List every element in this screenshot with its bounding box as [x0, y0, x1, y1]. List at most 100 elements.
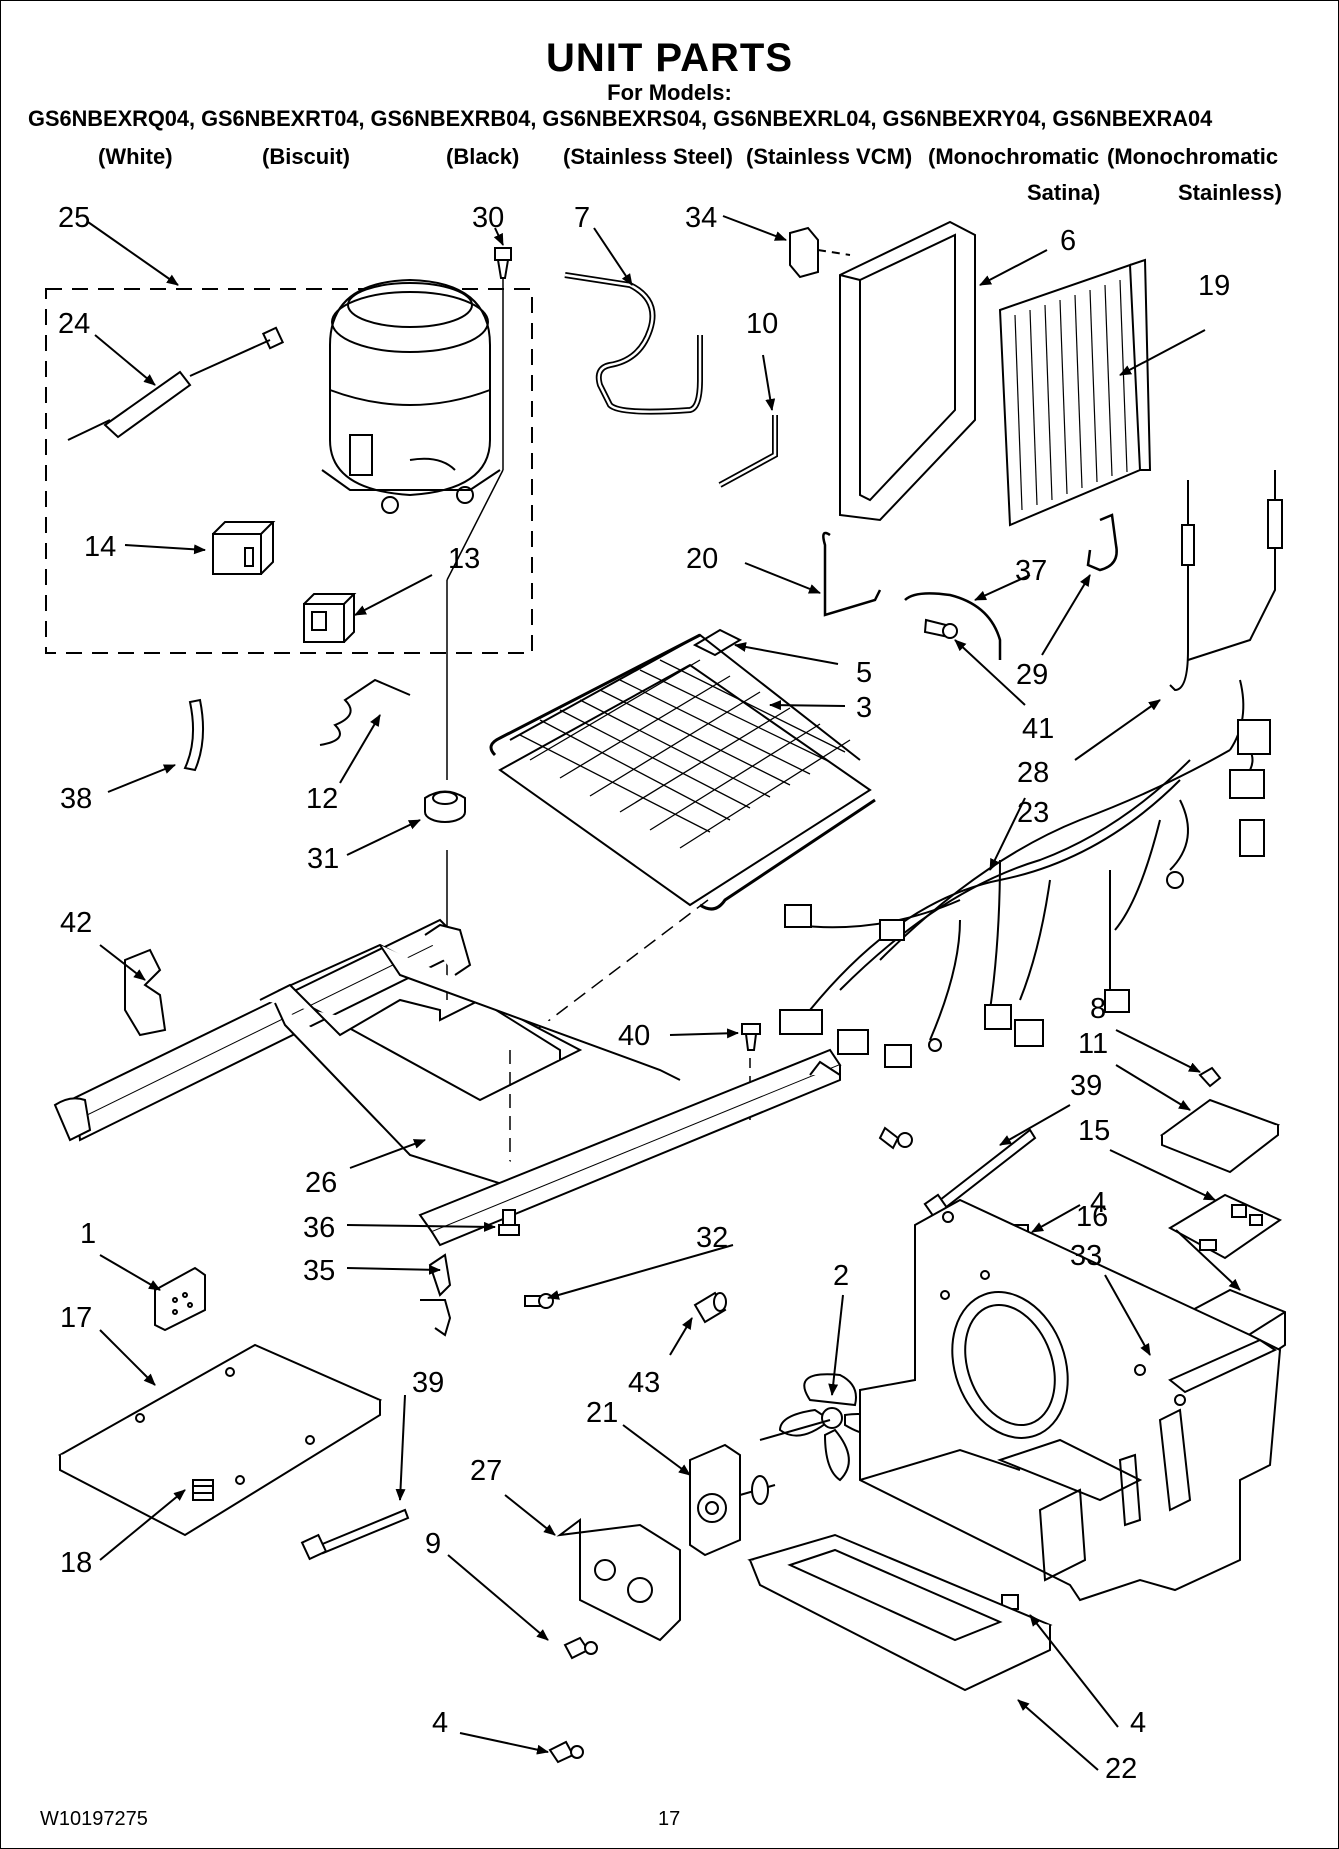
- callout-28: 28: [1017, 757, 1049, 789]
- base-pan-33-illustration: [859, 1198, 1282, 1602]
- cable-tie-39-illustration: [300, 1128, 1037, 1561]
- wire-12-illustration: [319, 678, 411, 746]
- callout-16-visible: 16: [1076, 1201, 1108, 1233]
- callout-labels: 25 30 7 34 6 19 24 10 14 13 20 37 29 5 3…: [58, 202, 1230, 1785]
- callout-33: 33: [1070, 1240, 1102, 1272]
- callout-32: 32: [696, 1222, 728, 1254]
- callout-19: 19: [1198, 270, 1230, 302]
- variant-satina: Satina): [1027, 180, 1101, 205]
- callout-22: 22: [1105, 1753, 1137, 1785]
- compressor-group: [45, 278, 533, 654]
- clip-37-illustration: [904, 592, 1002, 660]
- wire-harness-illustration: [779, 679, 1271, 1068]
- variant-monochromatic-1: (Monochromatic: [928, 144, 1100, 169]
- bracket-27-illustration: [556, 1518, 681, 1642]
- callout-4-left: 4: [432, 1707, 448, 1739]
- callout-31: 31: [307, 843, 339, 875]
- evaporator-cover-illustration: [839, 220, 976, 522]
- callout-25: 25: [58, 202, 90, 234]
- defrost-heater-illustration: [489, 628, 876, 911]
- callout-20: 20: [686, 543, 718, 575]
- screw-41-illustration: [923, 618, 958, 639]
- bracket-20-illustration: [822, 531, 882, 617]
- compressor-illustration: [321, 278, 501, 514]
- clip-34-illustration: [789, 226, 851, 279]
- callout-43: 43: [628, 1367, 660, 1399]
- callout-10: 10: [746, 308, 778, 340]
- page-number: 17: [658, 1808, 681, 1830]
- callout-26: 26: [305, 1167, 337, 1199]
- variant-stainless: Stainless): [1178, 180, 1282, 205]
- callout-2: 2: [833, 1260, 849, 1292]
- callout-4-upper: 4: [1090, 1187, 1106, 1219]
- callout-18: 18: [60, 1547, 92, 1579]
- bracket-35-illustration: [420, 1299, 452, 1337]
- screw-40-illustration: [741, 1023, 761, 1051]
- page-subtitle: For Models:: [607, 80, 732, 105]
- model-list: GS6NBEXRQ04, GS6NBEXRT04, GS6NBEXRB04, G…: [28, 106, 1213, 131]
- callout-38: 38: [60, 783, 92, 815]
- tube-10-illustration: [718, 415, 778, 488]
- callout-4-right: 4: [1130, 1707, 1146, 1739]
- callout-1: 1: [80, 1218, 96, 1250]
- callout-21: 21: [586, 1397, 618, 1429]
- callout-39-upper: 39: [1070, 1070, 1102, 1102]
- fan-motor-21-illustration: [689, 1443, 776, 1557]
- callout-41: 41: [1022, 713, 1054, 745]
- evaporator-illustration: [998, 258, 1152, 527]
- callout-29: 29: [1016, 659, 1048, 691]
- callout-23: 23: [1017, 797, 1049, 829]
- bracket-29-illustration: [1086, 513, 1118, 572]
- callout-9: 9: [425, 1528, 441, 1560]
- tube-28-illustration: [1169, 470, 1283, 692]
- tube-7-illustration: [564, 272, 703, 415]
- spring-18-illustration: [192, 1479, 214, 1501]
- variant-biscuit: (Biscuit): [262, 144, 350, 169]
- page-title: UNIT PARTS: [545, 36, 794, 80]
- capacitor-43-illustration: [693, 1291, 727, 1324]
- callout-14: 14: [84, 531, 116, 563]
- screw-36-illustration: [498, 1209, 520, 1236]
- variant-stainless-steel: (Stainless Steel): [563, 144, 733, 169]
- drain-pan-22-illustration: [747, 1533, 1053, 1692]
- callout-34: 34: [685, 202, 717, 234]
- callout-8: 8: [1090, 993, 1106, 1025]
- callout-11: 11: [1078, 1028, 1108, 1060]
- control-board-15-illustration: [1167, 1193, 1283, 1260]
- callout-12: 12: [306, 783, 338, 815]
- variant-black: (Black): [446, 144, 520, 169]
- screw-30-illustration: [494, 247, 512, 279]
- cover-17-illustration: [57, 1343, 383, 1537]
- callout-30: 30: [472, 202, 504, 234]
- callout-5: 5: [856, 657, 872, 689]
- callout-3: 3: [856, 692, 872, 724]
- callout-24: 24: [58, 308, 90, 340]
- clip-42-illustration: [124, 948, 167, 1037]
- panel-1-illustration: [154, 1266, 206, 1332]
- callout-27: 27: [470, 1455, 502, 1487]
- clip-8-illustration: [1198, 1066, 1222, 1088]
- callout-17: 17: [60, 1302, 92, 1334]
- callout-35: 35: [303, 1255, 335, 1287]
- callout-37: 37: [1015, 555, 1047, 587]
- callout-39-lower: 39: [412, 1367, 444, 1399]
- filter-drier-illustration: [67, 326, 285, 441]
- variant-monochromatic-2: (Monochromatic: [1107, 144, 1279, 169]
- grommet-31-illustration: [424, 790, 466, 823]
- callout-13: 13: [448, 543, 480, 575]
- variant-stainless-vcm: (Stainless VCM): [746, 144, 913, 169]
- base-frame-illustration: [53, 918, 842, 1297]
- callout-42: 42: [60, 907, 92, 939]
- control-cover-11-illustration: [1159, 1098, 1281, 1174]
- variant-white: (White): [98, 144, 173, 169]
- callout-36: 36: [303, 1212, 335, 1244]
- callout-6: 6: [1060, 225, 1076, 257]
- callout-40: 40: [618, 1020, 650, 1052]
- callout-7: 7: [574, 202, 590, 234]
- overload-illustration: [303, 593, 357, 643]
- callout-15: 15: [1078, 1115, 1110, 1147]
- relay-illustration: [212, 521, 276, 575]
- document-number: W10197275: [40, 1808, 148, 1830]
- tube-38-illustration: [183, 698, 204, 772]
